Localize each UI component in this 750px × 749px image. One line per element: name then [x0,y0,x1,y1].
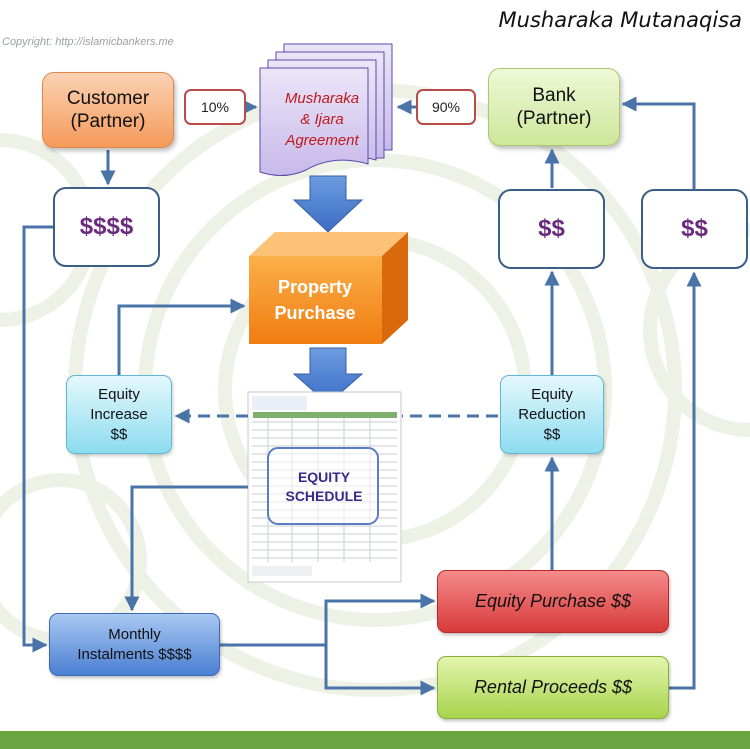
rental-proceeds-box: Rental Proceeds $$ [437,656,669,719]
equity-schedule-label: EQUITY SCHEDULE [285,469,363,504]
bottom-bar [0,731,750,749]
equity-increase-box: Equity Increase $$ [66,375,172,454]
down-arrow-agreement-to-property [292,175,364,233]
equity-purchase-box: Equity Purchase $$ [437,570,669,633]
diagram-title: Musharaka Mutanaqisa [498,8,742,32]
property-purchase-cube [249,232,408,344]
customer-money-box: $$$$ [53,187,160,267]
property-purchase-label: Property Purchase [274,277,356,323]
monthly-instalments-box: Monthly Instalments $$$$ [49,613,220,676]
equity-schedule-document [247,391,402,583]
equity-increase-label: Equity Increase $$ [90,385,148,443]
connector-lines [22,96,702,696]
bank-rental-money-box: $$ [641,189,748,269]
copyright-notice: Copyright: http://islamicbankers.me [2,36,174,48]
bank-share-badge: 90% [416,89,476,125]
monthly-instalments-label: Monthly Instalments $$$$ [77,625,192,663]
customer-partner-box: Customer (Partner) [42,72,174,148]
agreement-document-stack [259,43,393,176]
bank-partner-box: Bank (Partner) [488,68,620,146]
customer-share-badge: 10% [184,89,246,125]
equity-reduction-label: Equity Reduction $$ [518,385,586,443]
customer-partner-label: Customer (Partner) [66,88,150,132]
equity-reduction-box: Equity Reduction $$ [500,375,604,454]
agreement-label: Musharaka & Ijara Agreement [284,90,360,149]
bank-equity-money-box: $$ [498,189,605,269]
down-arrow-property-to-schedule [292,347,364,405]
bank-partner-label: Bank (Partner) [516,85,592,129]
